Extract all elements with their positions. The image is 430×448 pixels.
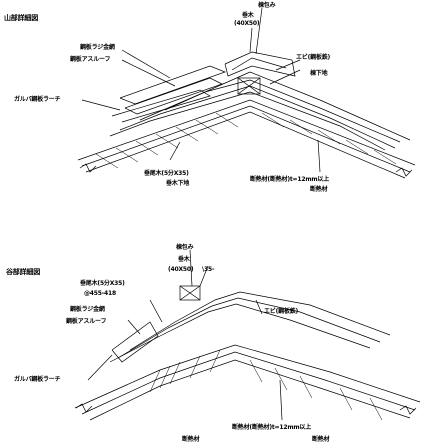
valley-pitch-label: \35-	[202, 266, 215, 273]
valley-right-sub-label: 断熱材	[312, 436, 330, 443]
purlin-block-cross	[237, 77, 261, 95]
valley-purlin-block	[179, 285, 201, 301]
valley-purlin-size-label: (40X50)	[168, 266, 194, 273]
roof-board-line	[85, 111, 406, 179]
board-layer	[111, 89, 211, 123]
valley-detail-title: 谷部詳細図	[6, 268, 40, 276]
leader-line	[169, 141, 181, 161]
valley-detail	[74, 249, 421, 421]
valley-batten-label: エビ(鋼板鉄)	[264, 308, 299, 315]
rafter-sub-label: 垂木下地	[166, 180, 190, 187]
insulation-sub-label: 断熱材	[310, 186, 328, 193]
ridge-left-slope-line	[139, 79, 251, 121]
rafter-hatch	[95, 112, 397, 169]
purlin-label: 垂木	[242, 12, 254, 19]
valley-purlin-cross	[179, 285, 201, 301]
leader-line	[275, 59, 301, 71]
valley-rafter-label: 垂尾木(5分X35)	[80, 280, 125, 287]
leader-line	[269, 69, 301, 85]
roof-board-line	[77, 99, 416, 166]
board-layer	[119, 65, 226, 105]
ridge-right-slope-line	[249, 85, 396, 149]
roofing-metal-label: 鋼板ラジ金網	[80, 44, 115, 51]
leader-line	[189, 249, 193, 287]
break-line	[79, 163, 97, 173]
ridge-cover-label: 棟包み	[258, 2, 276, 9]
ridge-wood-label: 棟下地	[310, 70, 328, 77]
break-line	[395, 167, 413, 177]
board-layer	[124, 77, 223, 115]
leader-line	[149, 299, 163, 323]
valley-left-sub-label: 断熱材	[182, 436, 200, 443]
insulation-label: 断熱材(断熱材)t=12mm以上	[250, 176, 330, 183]
valley-hatch	[149, 349, 383, 421]
ridge-left-slope-line	[119, 85, 251, 131]
rafter-label: 垂尾木(5分X35)	[144, 170, 189, 177]
leader-line	[81, 99, 121, 111]
leader-line	[255, 299, 263, 315]
valley-board-line	[117, 297, 381, 359]
ridge-right-slope-line	[249, 91, 386, 151]
leader-line	[121, 49, 171, 79]
valley-board-line	[129, 291, 391, 351]
break-line	[75, 403, 93, 413]
ridge-detail	[77, 7, 416, 179]
valley-roof-line	[81, 351, 416, 415]
valley-insulation-label: 断熱材(断熱材)t=12mm以上	[232, 424, 312, 431]
ridge-cap-line	[224, 51, 296, 77]
roof-board-line	[81, 105, 411, 173]
valley-roof-line	[74, 344, 421, 409]
ridge-right-slope-line	[249, 79, 401, 143]
valley-ridge-cover-label: 棟包み	[176, 244, 194, 251]
leader-line	[317, 139, 321, 173]
valley-roofing-metal-label: 鋼板ラジ金網	[70, 306, 105, 313]
leader-line	[121, 59, 176, 87]
ridge-cap-line	[231, 57, 287, 71]
valley-underlay-label: 鋼板アスルーフ	[66, 318, 107, 325]
ridge-right-slope-line	[249, 71, 411, 141]
fascia-board-label: ガルバ鋼板ラーチ	[14, 96, 61, 103]
valley-roof-line	[89, 359, 411, 421]
leader-line	[87, 354, 113, 381]
leader-line	[279, 379, 283, 421]
ridge-detail-title: 山部詳細図	[4, 14, 38, 22]
ridge-left-slope-line	[109, 91, 251, 137]
leader-line	[199, 265, 209, 287]
purlin-size-label: (40X50)	[234, 20, 260, 27]
valley-fascia-board-label: ガルバ鋼板ラーチ	[14, 376, 61, 383]
break-line	[399, 405, 417, 415]
underlay-label: 鋼板アスルーフ	[70, 56, 111, 63]
leader-line	[127, 319, 141, 335]
purlin-block	[237, 77, 261, 95]
leader-line	[255, 7, 263, 55]
valley-purlin-label: 垂木	[178, 256, 190, 263]
valley-rafter-pitch-label: @455-418	[84, 290, 116, 297]
batten-label: エビ(鋼板鉄)	[296, 54, 331, 61]
leader-line	[249, 27, 253, 53]
